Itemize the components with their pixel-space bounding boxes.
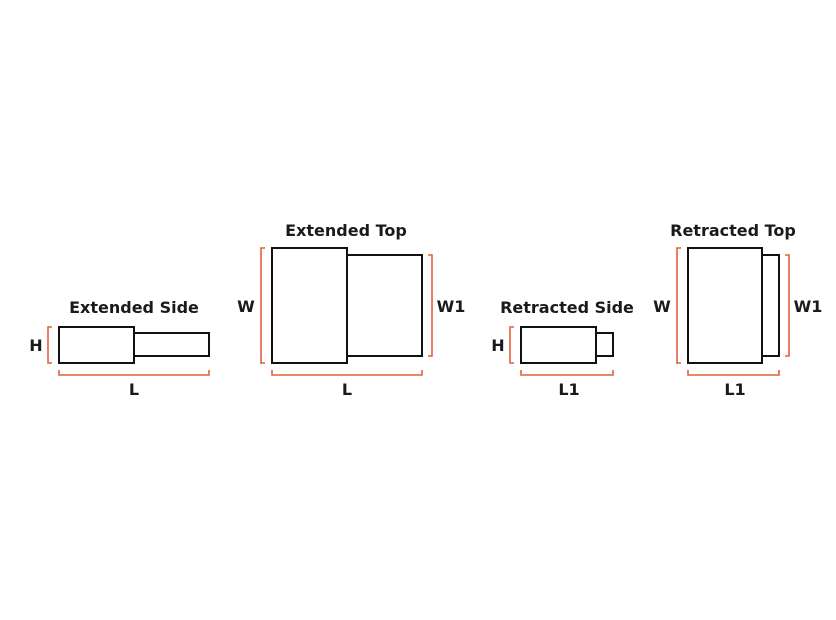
extended-side-body bbox=[58, 326, 135, 364]
extended-side-title: Extended Side bbox=[69, 298, 199, 317]
extended-top-width1-bracket bbox=[428, 254, 433, 357]
extended-top-title: Extended Top bbox=[285, 221, 407, 240]
retracted-top-width-bracket bbox=[676, 247, 681, 364]
retracted-side-body bbox=[520, 326, 597, 364]
extended-top-length-label: L bbox=[342, 380, 352, 399]
retracted-top-length-label: L1 bbox=[724, 380, 745, 399]
retracted-side-length-label: L1 bbox=[558, 380, 579, 399]
retracted-top-width1-label: W1 bbox=[794, 297, 823, 316]
extended-side-height-label: H bbox=[29, 336, 42, 355]
retracted-top-title: Retracted Top bbox=[670, 221, 796, 240]
extended-side-height-bracket bbox=[47, 326, 52, 364]
retracted-top-width1-bracket bbox=[785, 254, 790, 357]
retracted-side-height-bracket bbox=[509, 326, 514, 364]
extended-side-length-label: L bbox=[129, 380, 139, 399]
retracted-top-width-label: W bbox=[653, 297, 671, 316]
extended-top-width-label: W bbox=[237, 297, 255, 316]
retracted-top-extension bbox=[761, 254, 780, 357]
extended-side-extension bbox=[133, 332, 210, 357]
extended-top-extension bbox=[346, 254, 423, 357]
extended-top-body bbox=[271, 247, 348, 364]
extended-side-view: Extended Side H L bbox=[29, 298, 210, 399]
extended-side-length-bracket bbox=[58, 370, 210, 376]
extended-top-width1-label: W1 bbox=[437, 297, 466, 316]
extended-top-width-bracket bbox=[260, 247, 265, 364]
extended-top-view: Extended Top W W1 L bbox=[237, 221, 465, 399]
retracted-side-length-bracket bbox=[520, 370, 614, 376]
retracted-side-extension bbox=[595, 332, 614, 357]
retracted-side-height-label: H bbox=[491, 336, 504, 355]
retracted-side-view: Retracted Side H L1 bbox=[491, 298, 634, 399]
retracted-side-title: Retracted Side bbox=[500, 298, 634, 317]
retracted-top-length-bracket bbox=[687, 370, 780, 376]
retracted-top-body bbox=[687, 247, 763, 364]
retracted-top-view: Retracted Top W W1 L1 bbox=[653, 221, 822, 399]
extended-top-length-bracket bbox=[271, 370, 423, 376]
